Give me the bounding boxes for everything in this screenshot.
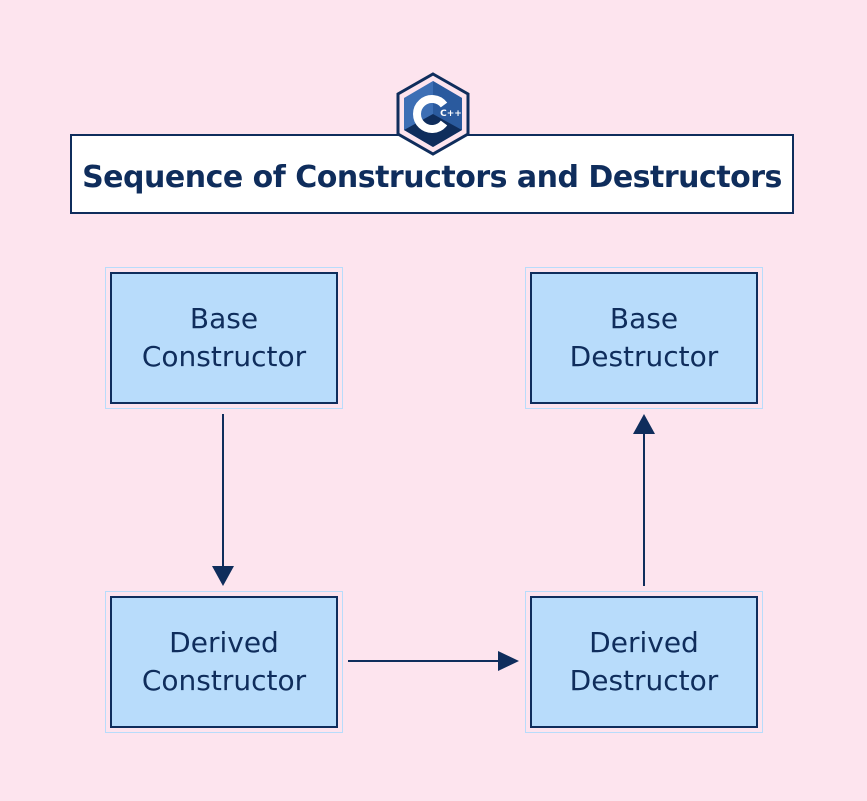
node-derived-constructor: Derived Constructor	[110, 596, 338, 728]
node-label-line2: Constructor	[141, 664, 307, 697]
cpp-logo-icon: C++	[396, 72, 470, 156]
page-title: Sequence of Constructors and Destructors	[82, 159, 782, 195]
node-base-destructor: Base Destructor	[530, 272, 758, 404]
node-label-line1: Derived	[169, 626, 279, 659]
node-base-constructor: Base Constructor	[110, 272, 338, 404]
node-derived-destructor: Derived Destructor	[530, 596, 758, 728]
node-label-line1: Base	[189, 302, 259, 335]
arrow-derived-destructor-to-base-destructor	[633, 414, 655, 586]
node-label-line2: Destructor	[569, 664, 719, 697]
cpp-logo-text: C++	[440, 109, 462, 119]
node-label-line2: Constructor	[141, 340, 307, 373]
node-label-line1: Base	[609, 302, 679, 335]
node-label-line2: Destructor	[569, 340, 719, 373]
node-label-line1: Derived	[589, 626, 699, 659]
title-box: Sequence of Constructors and Destructors	[70, 134, 794, 214]
arrow-derived-constructor-to-derived-destructor	[348, 651, 519, 671]
arrow-base-constructor-to-derived-constructor	[212, 414, 234, 586]
